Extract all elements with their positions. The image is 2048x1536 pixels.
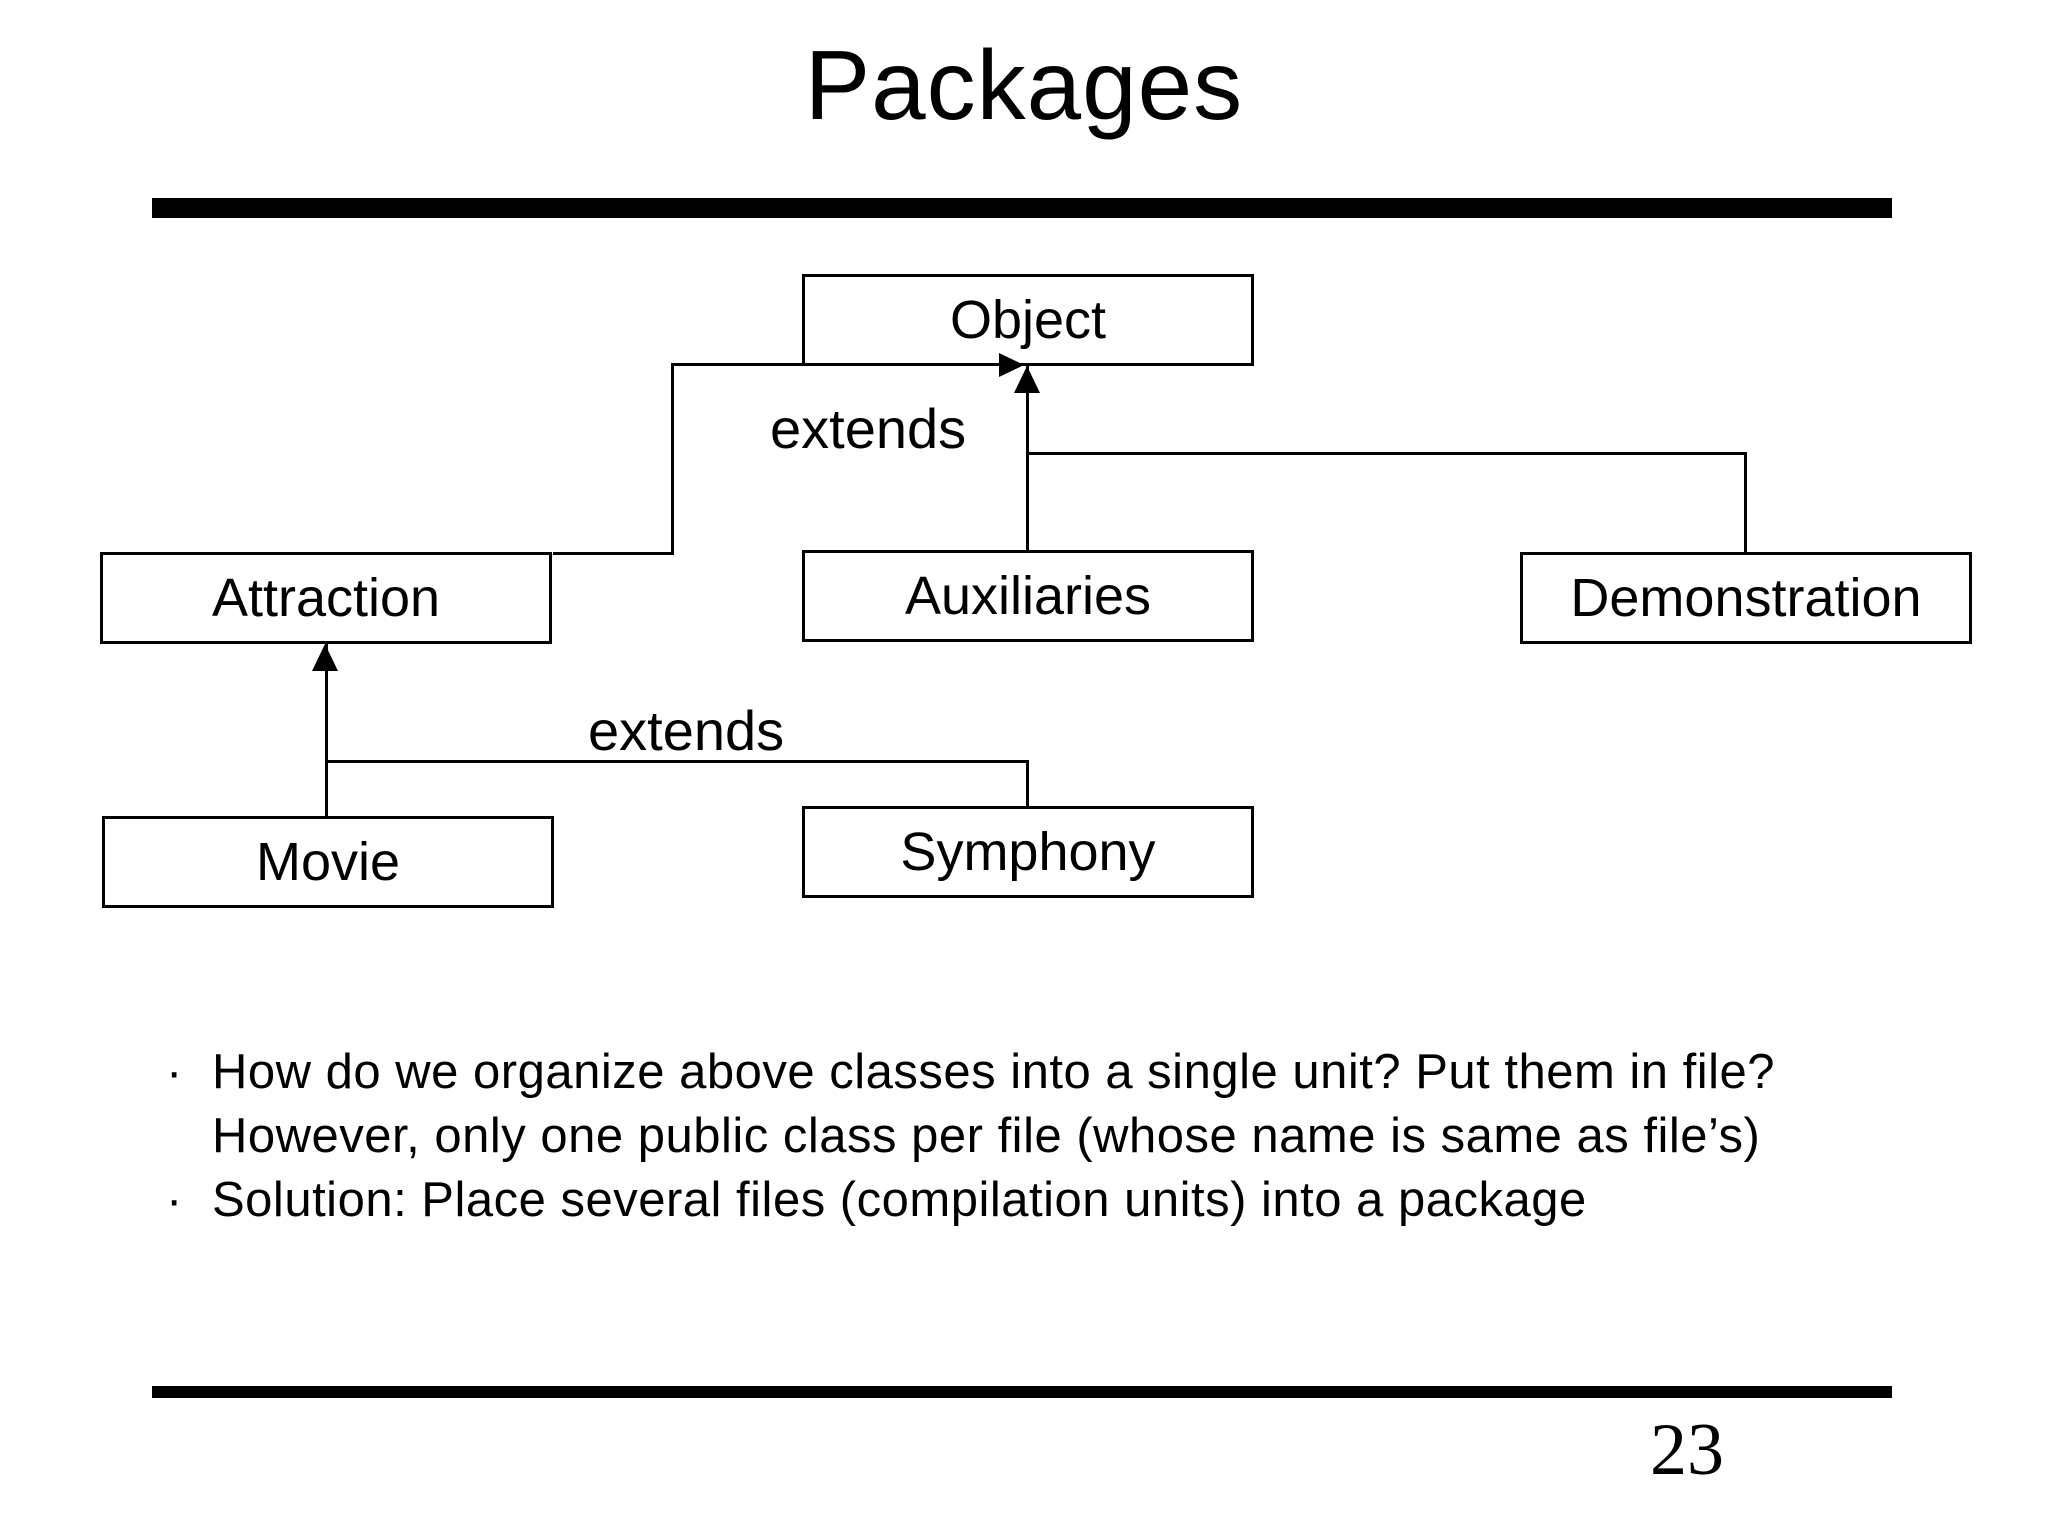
arrowhead-into-attraction-up-icon [312, 644, 338, 671]
edge-label-extends-lower: extends [588, 699, 785, 762]
connector-symphony-branch-v [1026, 760, 1029, 808]
class-box-auxiliaries-label: Auxiliaries [904, 566, 1152, 626]
class-box-object: Object [802, 274, 1254, 366]
connector-attraction-to-object-h1 [553, 552, 674, 555]
class-box-movie: Movie [102, 816, 554, 908]
class-box-attraction-label: Attraction [211, 568, 441, 628]
class-box-symphony: Symphony [802, 806, 1254, 898]
page-number: 23 [1650, 1409, 1724, 1491]
bullet-marker-1: · [166, 1045, 183, 1099]
connector-attraction-to-object-h2 [671, 363, 1003, 366]
connector-demonstration-branch-v [1744, 452, 1747, 552]
class-box-object-label: Object [949, 290, 1107, 350]
connector-movie-to-attraction [325, 644, 328, 816]
title-underline [152, 198, 1892, 218]
class-box-symphony-label: Symphony [900, 822, 1156, 882]
connector-symphony-branch-h [326, 760, 1028, 763]
bullet-1-line-1: How do we organize above classes into a … [212, 1045, 1776, 1099]
class-box-auxiliaries: Auxiliaries [802, 550, 1254, 642]
edge-label-extends-upper: extends [770, 397, 967, 460]
class-box-demonstration-label: Demonstration [1570, 568, 1922, 628]
bullet-1-line-2: However, only one public class per file … [212, 1109, 1761, 1163]
class-box-movie-label: Movie [255, 832, 401, 892]
class-box-demonstration: Demonstration [1520, 552, 1972, 644]
bullet-2-line-1: Solution: Place several files (compilati… [212, 1173, 1587, 1227]
connector-auxiliaries-to-object [1026, 366, 1029, 550]
connector-attraction-to-object-v [671, 364, 674, 555]
footer-rule [152, 1386, 1892, 1398]
bullet-marker-2: · [166, 1173, 183, 1227]
arrowhead-into-object-up-icon [1014, 366, 1040, 393]
class-box-attraction: Attraction [100, 552, 552, 644]
slide-title: Packages [804, 30, 1244, 140]
connector-demonstration-branch-h [1026, 452, 1747, 455]
